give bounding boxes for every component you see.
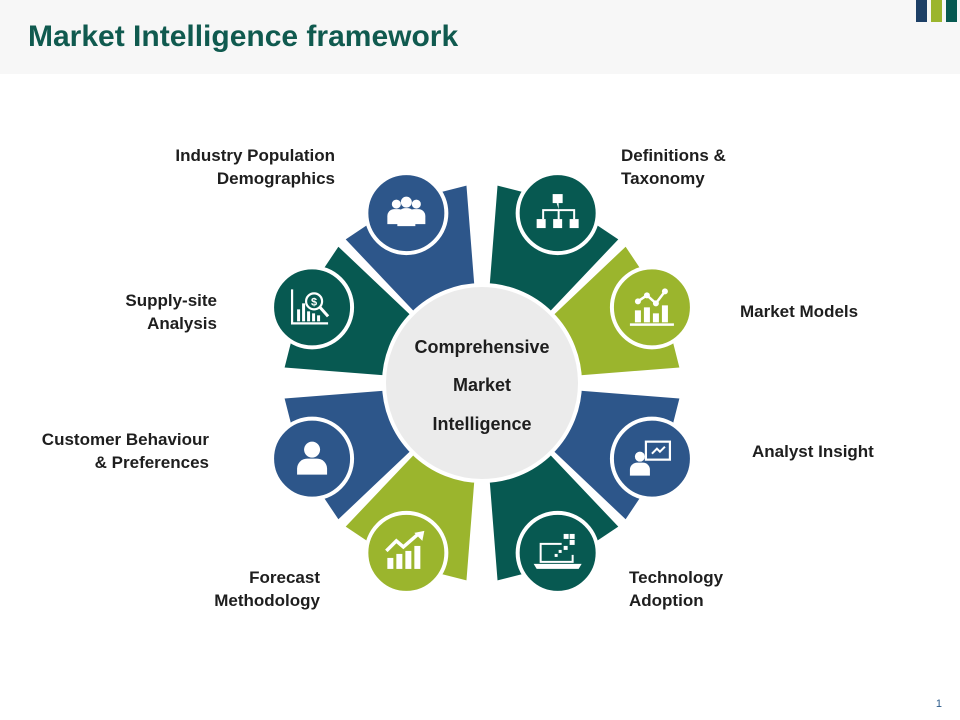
svg-text:$: $	[311, 296, 317, 308]
hierarchy-icon	[536, 194, 579, 229]
segment-icon-circle-5	[515, 510, 600, 595]
growth-chart-icon	[385, 530, 425, 569]
accent-bar-lime	[931, 0, 942, 22]
segment-label-analyst-insight: Analyst Insight	[752, 442, 874, 461]
segment-label-market-models: Market Models	[740, 302, 859, 321]
segment-label-customer-behaviour: Customer Behaviour & Preferences	[41, 430, 209, 472]
segment-icon-circle-8	[270, 265, 355, 350]
center-text-line-1: Comprehensive	[414, 337, 549, 357]
header-bar	[0, 0, 960, 74]
center-text-line-2: Market	[453, 375, 511, 395]
segment-label-forecast-methodology: Forecast Methodology	[214, 568, 320, 610]
finance-analysis-icon: $	[290, 289, 330, 325]
bar-chart-trend-icon	[629, 288, 674, 326]
accent-bar-navy	[916, 0, 927, 22]
accent-bar-green	[946, 0, 957, 22]
segment-label-supply-site: Supply-site Analysis	[125, 291, 217, 333]
page-title: Market Intelligence framework	[28, 20, 459, 53]
people-group-icon	[387, 196, 426, 227]
presenter-icon	[629, 440, 672, 476]
person-icon	[297, 441, 328, 475]
center-circle	[382, 283, 582, 483]
segment-icon-circle-3	[609, 265, 694, 350]
segment-label-industry-population: Industry Population Demographics	[175, 146, 335, 188]
center-text-line-3: Intelligence	[432, 414, 531, 434]
segment-label-technology-adoption: Technology Adoption	[629, 568, 724, 610]
laptop-digital-icon	[533, 533, 582, 569]
page-number: 1	[935, 698, 942, 710]
segment-label-definitions: Definitions & Taxonomy	[621, 146, 726, 188]
